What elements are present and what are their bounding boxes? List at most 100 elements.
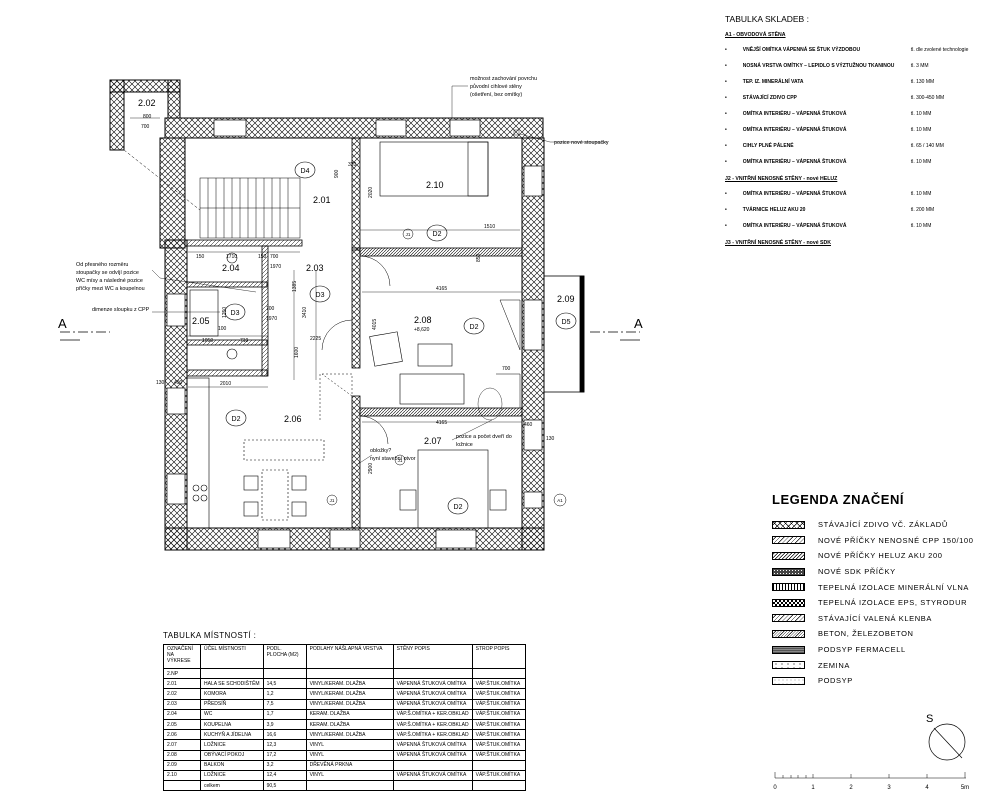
legend-swatch — [772, 520, 805, 529]
dim-4165: 4165 — [436, 286, 447, 292]
rooms-cell: VINYL — [305, 749, 394, 761]
dim-700-d: 700 — [502, 366, 511, 372]
skladby-th: tl. 10 MM — [910, 111, 932, 117]
rooms-header-cell: OZNAČENÍ NA VÝKRESE — [163, 644, 201, 669]
rooms-cell: LOŽNICE — [200, 769, 264, 782]
door-tag-2-05: D3 — [231, 310, 240, 317]
skladby-group-title: J3 - VNITŘNÍ NENOSNÉ STĚNY - nové SDK — [725, 240, 831, 246]
dim-100: 100 — [218, 326, 227, 332]
skladby-lab: NOSNÁ VRSTVA OMÍTKY – LEPIDLO S VÝZTUŽNO… — [742, 63, 895, 69]
skladby-bullet: • — [725, 223, 727, 229]
rooms-cell: VÁP.ŠTUK.OMÍTKA — [471, 769, 526, 782]
legend-item: TEPELNÁ IZOLACE EPS, STYRODUR — [772, 595, 977, 611]
skladby-lab: OMÍTKA INTERIÉRU – VÁPENNÁ ŠTUKOVÁ — [742, 127, 847, 133]
skladby-th: tl. 10 MM — [910, 159, 932, 165]
door-tag-2-09: D5 — [562, 319, 571, 326]
dim-1710: 1710 — [226, 254, 237, 260]
skladby-row: • NOSNÁ VRSTVA OMÍTKY – LEPIDLO S VÝZTUŽN… — [725, 58, 980, 74]
legend-item: NOVÉ PŘÍČKY NENOSNÉ CPP 150/100 — [772, 533, 977, 549]
rooms-cell: VÁP.ŠTUK.OMÍTKA — [471, 678, 526, 690]
rooms-cell: 2.10 — [163, 769, 201, 782]
skladby-th: tl. 130 MM — [910, 79, 935, 85]
rooms-cell: VÁPENNÁ ŠTUKOVÁ OMÍTKA — [392, 698, 473, 710]
rooms-cell — [262, 667, 307, 680]
rooms-cell — [305, 667, 394, 680]
rooms-cell: 2.01 — [163, 678, 201, 690]
skladby-bullet: • — [725, 63, 727, 69]
scale-label-3: 3 — [887, 785, 891, 791]
legend-label: ZEMINA — [818, 660, 850, 670]
rooms-cell: OBÝVACÍ POKOJ — [200, 749, 264, 761]
rooms-table-title: TABULKA MÍSTNOSTÍ : — [163, 631, 257, 640]
skladby-lab: TVÁRNICE HELUZ AKU 20 — [742, 207, 806, 213]
legend-item: ZEMINA — [772, 657, 977, 673]
dim-4165-b: 4165 — [436, 420, 447, 426]
skladby-title: TABULKA SKLADEB : — [725, 14, 809, 24]
rooms-cell — [200, 667, 264, 680]
scale-label-1: 1 — [811, 785, 815, 791]
skladby-lab: VNĚJŠÍ OMÍTKA VÁPENNÁ SE ŠTUK VÝZDOBOU — [742, 47, 861, 53]
rooms-cell: VÁPENNÁ ŠTUKOVÁ OMÍTKA — [392, 769, 473, 782]
skladby-bullet: • — [725, 207, 727, 213]
dim-3410: 3410 — [302, 307, 308, 318]
rooms-cell: 2.02 — [163, 688, 201, 700]
dim-2020: 2020 — [368, 187, 374, 198]
rooms-cell: VINYL/KERAM. DLAŽBA — [305, 688, 394, 700]
room-label-2-08: 2.08 — [414, 315, 432, 325]
skladby-table: TABULKA SKLADEB : A1 - OBVODOVÁ STĚNA•VN… — [725, 14, 980, 250]
room-label-2-02: 2.02 — [138, 98, 156, 108]
dim-1970-b: 1970 — [266, 316, 277, 322]
dimension-lines — [130, 117, 522, 423]
rooms-cell: 2.04 — [163, 708, 201, 720]
dim-4015: 4015 — [372, 319, 378, 330]
skladby-lab: STÁVAJÍCÍ ZDIVO CPP — [742, 95, 797, 101]
skladby-row: • TEP. IZ. MINERÁLNÍ VATA tl. 130 MM — [725, 74, 980, 90]
skladby-group-title: J2 - VNITŘNÍ NENOSNÉ STĚNY - nové HELUZ — [725, 176, 838, 182]
rooms-cell — [471, 780, 526, 792]
rooms-cell — [471, 759, 526, 771]
skladby-bullet: • — [725, 159, 727, 165]
skladby-bullet: • — [725, 79, 727, 85]
rooms-cell — [305, 780, 394, 792]
legend-label: STÁVAJÍCÍ VALENÁ KLENBA — [818, 613, 932, 623]
rooms-header-cell: PODLAHY NÁŠLAPNÁ VRSTVA — [305, 644, 394, 669]
skladby-lab: TEP. IZ. MINERÁLNÍ VATA — [742, 79, 804, 85]
rooms-cell: BALKON — [200, 759, 264, 771]
legend-label: TEPELNÁ IZOLACE EPS, STYRODUR — [818, 598, 968, 608]
staircase — [123, 149, 301, 239]
legend-swatch — [772, 645, 805, 654]
dim-850: 850 — [476, 253, 482, 262]
legend-label: BETON, ŽELEZOBETON — [818, 629, 914, 639]
rooms-cell: 12,3 — [262, 739, 307, 751]
skladby-bullet: • — [725, 191, 727, 197]
scale-label-4: 4 — [925, 785, 929, 791]
scale-bar — [774, 772, 966, 779]
rooms-cell: 7,5 — [262, 698, 307, 710]
rooms-cell: VINYL — [305, 739, 394, 751]
skladby-groups: A1 - OBVODOVÁ STĚNA•VNĚJŠÍ OMÍTKA VÁPENN… — [725, 32, 980, 246]
rooms-cell — [392, 780, 473, 792]
legend-item: PODSYP FERMACELL — [772, 642, 977, 658]
rooms-cell: VÁP.ŠTUK.OMÍTKA — [471, 739, 526, 751]
rooms-cell: 3,9 — [262, 718, 307, 731]
rooms-cell: 2.09 — [163, 759, 201, 771]
dim-1970: 1970 — [270, 264, 281, 270]
rooms-cell: 2.03 — [163, 698, 201, 710]
rooms-cell: KOMORA — [200, 688, 264, 700]
rooms-cell: 1,7 — [262, 708, 307, 720]
skladby-th: tl. 200 MM — [910, 207, 935, 213]
marker-j1-c: J1 — [330, 498, 335, 503]
legend-swatch — [772, 661, 805, 670]
rooms-cell: KOUPELNA — [200, 718, 264, 731]
rooms-cell: VÁPENNÁ ŠTUKOVÁ OMÍTKA — [392, 688, 473, 700]
